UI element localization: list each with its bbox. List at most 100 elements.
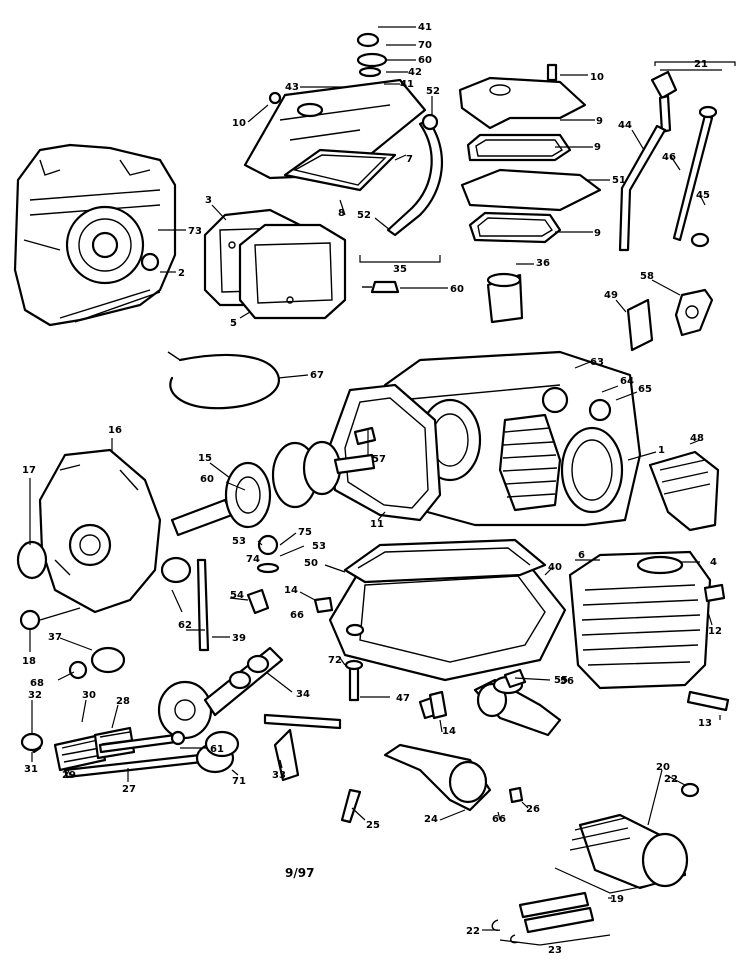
- callout-45: 45: [696, 190, 710, 201]
- callout-61: 61: [210, 744, 224, 755]
- callout-40: 40: [548, 562, 562, 573]
- callout-14: 14: [284, 585, 298, 596]
- callout-71: 71: [232, 776, 246, 787]
- callout-73: 73: [188, 226, 202, 237]
- callout-66: 66: [290, 610, 304, 621]
- screws-part: [344, 623, 527, 720]
- cylinder-head-part: [568, 550, 730, 712]
- connecting-rod-part: [263, 675, 562, 824]
- wire-harness-part: [167, 351, 280, 410]
- oil-pan-part: [313, 538, 567, 682]
- callout-67: 67: [310, 370, 324, 381]
- callout-48: 48: [690, 433, 704, 444]
- dipstick-part: [618, 70, 718, 252]
- callout-3: 3: [205, 195, 212, 206]
- callout-36: 36: [536, 258, 550, 269]
- callout-57: 57: [372, 454, 386, 465]
- engine-base-part: [16, 448, 192, 614]
- callout-2: 2: [178, 268, 185, 279]
- piston-pin-part: [491, 891, 595, 944]
- breather-tube-part: [362, 113, 444, 294]
- callout-63: 63: [590, 357, 604, 368]
- oil-filter-part: [486, 272, 524, 324]
- crankcase-cover-part: [13, 143, 177, 327]
- callout-22: 22: [466, 926, 480, 937]
- callout-41: 41: [400, 79, 414, 90]
- bracket-part: [648, 450, 720, 532]
- callout-14: 14: [442, 726, 456, 737]
- callout-47: 47: [396, 693, 410, 704]
- callout-33: 33: [272, 770, 286, 781]
- callout-46: 46: [662, 152, 676, 163]
- callout-50: 50: [304, 558, 318, 569]
- callout-9: 9: [594, 142, 601, 153]
- callout-28: 28: [116, 696, 130, 707]
- callout-21: 21: [694, 59, 708, 70]
- date-code: 9/97: [285, 866, 314, 880]
- callout-72: 72: [328, 655, 342, 666]
- callout-41: 41: [418, 22, 432, 33]
- callout-10: 10: [232, 118, 246, 129]
- callout-30: 30: [82, 690, 96, 701]
- callout-65: 65: [638, 384, 652, 395]
- oil-sensor-part: [626, 288, 714, 352]
- callout-26: 26: [526, 804, 540, 815]
- callout-37: 37: [48, 632, 62, 643]
- callout-52: 52: [426, 86, 440, 97]
- head-gasket-part: [203, 208, 347, 320]
- callout-9: 9: [594, 228, 601, 239]
- callout-74: 74: [246, 554, 260, 565]
- callout-9: 9: [596, 116, 603, 127]
- callout-53: 53: [312, 541, 326, 552]
- callout-35: 35: [393, 264, 407, 275]
- callout-52: 52: [357, 210, 371, 221]
- callout-60: 60: [200, 474, 214, 485]
- callout-6: 6: [578, 550, 585, 561]
- callout-34: 34: [296, 689, 310, 700]
- callout-11: 11: [370, 519, 384, 530]
- callout-24: 24: [424, 814, 438, 825]
- callout-60: 60: [418, 55, 432, 66]
- callout-29: 29: [62, 770, 76, 781]
- callout-27: 27: [122, 784, 136, 795]
- callout-13: 13: [698, 718, 712, 729]
- crankshaft-part: [170, 440, 376, 537]
- callout-60: 60: [450, 284, 464, 295]
- callout-15: 15: [198, 453, 212, 464]
- callout-43: 43: [285, 82, 299, 93]
- callout-23: 23: [548, 945, 562, 956]
- callout-58: 58: [640, 271, 654, 282]
- breather-cover-part: [243, 32, 427, 192]
- callout-19: 19: [610, 894, 624, 905]
- callout-31: 31: [24, 764, 38, 775]
- valve-cover-part: [458, 63, 602, 244]
- callout-10: 10: [590, 72, 604, 83]
- callout-22: 22: [664, 774, 678, 785]
- callout-75: 75: [298, 527, 312, 538]
- callout-25: 25: [366, 820, 380, 831]
- callout-66: 66: [492, 814, 506, 825]
- callout-70: 70: [418, 40, 432, 51]
- callout-49: 49: [604, 290, 618, 301]
- callout-62: 62: [178, 620, 192, 631]
- callout-1: 1: [658, 445, 665, 456]
- callout-7: 7: [406, 154, 413, 165]
- callout-17: 17: [22, 465, 36, 476]
- callout-68: 68: [30, 678, 44, 689]
- valves-springs-part: [20, 726, 240, 779]
- piston-part: [569, 782, 700, 890]
- callout-32: 32: [28, 690, 42, 701]
- callout-56: 56: [560, 676, 574, 687]
- callout-53: 53: [232, 536, 246, 547]
- callout-54: 54: [230, 590, 244, 601]
- callout-8: 8: [338, 208, 345, 219]
- camshaft-part: [157, 646, 284, 740]
- callout-39: 39: [232, 633, 246, 644]
- leader-lines: [29, 26, 736, 946]
- callout-64: 64: [620, 376, 634, 387]
- crankcase-gasket-part: [328, 383, 442, 522]
- callout-labels: 41 70 60 42 41 43 10 52 7 8 52 35 60 10 …: [22, 22, 722, 956]
- callout-42: 42: [408, 67, 422, 78]
